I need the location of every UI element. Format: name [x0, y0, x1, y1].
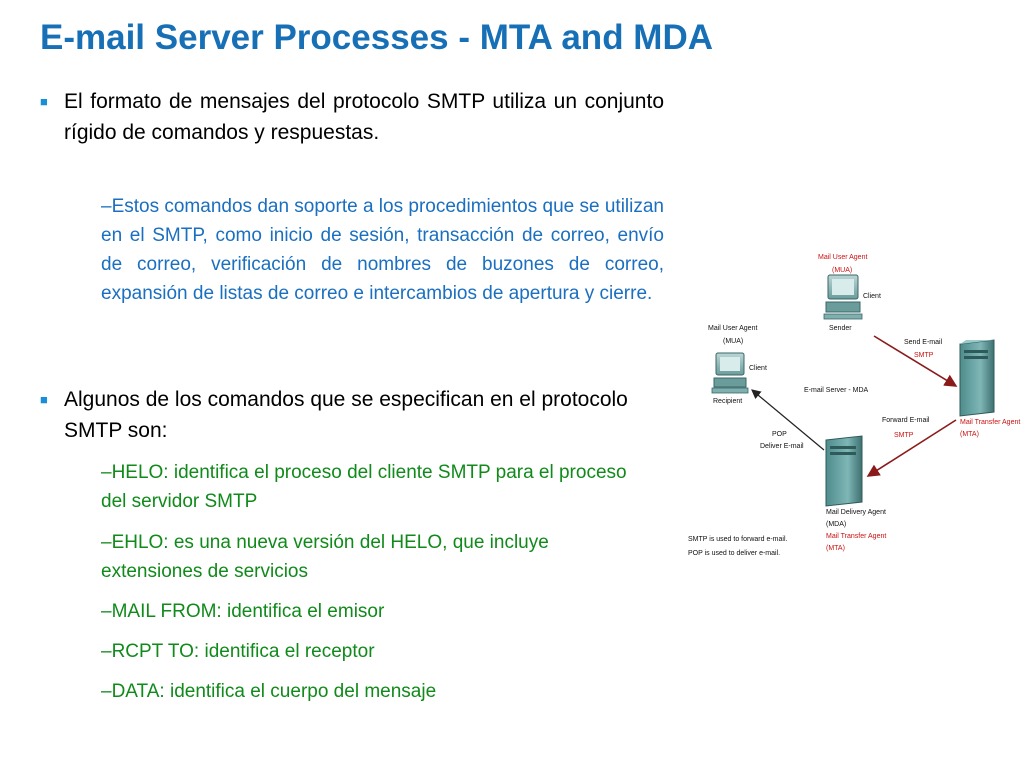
sub-bullet-ehlo: –EHLO: es una nueva versión del HELO, qu… — [101, 532, 549, 582]
mta-label: Mail Transfer Agent — [960, 419, 1020, 426]
sender-label: Sender — [829, 325, 852, 332]
mda-label: Mail Delivery Agent — [826, 509, 886, 516]
recipient-computer-icon — [711, 352, 749, 394]
sub-bullet-helo: –HELO: identifica el proceso del cliente… — [101, 462, 627, 512]
sub-bullet-data: –DATA: identifica el cuerpo del mensaje — [101, 681, 437, 702]
note-pop: POP is used to deliver e-mail. — [688, 550, 780, 557]
recipient-mua-label: Mail User Agent — [708, 325, 757, 332]
deliver-email-label: Deliver E-mail — [760, 443, 804, 450]
forward-email-arrow — [866, 419, 957, 477]
forward-email-label: Forward E-mail — [882, 417, 930, 424]
mta-server-icon — [959, 339, 995, 417]
bullet-1-text: El formato de mensajes del protocolo SMT… — [64, 90, 664, 144]
square-bullet-icon: ■ — [40, 392, 48, 407]
server-label: E-mail Server - MDA — [804, 387, 869, 394]
sender-mua-label: Mail User Agent — [818, 254, 867, 261]
sub-bullet-mail-from: –MAIL FROM: identifica el emisor — [101, 601, 385, 622]
slide-title: E-mail Server Processes - MTA and MDA — [40, 18, 713, 57]
mda-server-icon — [825, 435, 863, 507]
mta-abbr: (MTA) — [960, 431, 979, 438]
send-smtp-label: SMTP — [914, 352, 934, 359]
mda-mta-label: Mail Transfer Agent — [826, 533, 886, 540]
mda-mta-abbr: (MTA) — [826, 545, 845, 552]
sender-mua-abbr: (MUA) — [832, 267, 852, 274]
sub-bullet-rcpt-to: –RCPT TO: identifica el receptor — [101, 641, 375, 662]
forward-smtp-label: SMTP — [894, 432, 914, 439]
send-email-label: Send E-mail — [904, 339, 943, 346]
bullet-2: ■ Algunos de los comandos que se especif… — [40, 384, 640, 446]
note-smtp: SMTP is used to forward e-mail. — [688, 536, 788, 543]
square-bullet-icon: ■ — [40, 94, 48, 109]
pop-label: POP — [772, 431, 787, 438]
bullet-2-text: Algunos de los comandos que se especific… — [64, 388, 628, 442]
mda-abbr: (MDA) — [826, 521, 846, 528]
email-flow-diagram: Mail User Agent (MUA) Client Sender Mail… — [688, 254, 1020, 557]
send-email-arrow — [873, 335, 958, 387]
sender-client-label: Client — [863, 293, 881, 300]
sub-bullet-commands: –Estos comandos dan soporte a los proced… — [101, 196, 664, 304]
bullet-1: ■ El formato de mensajes del protocolo S… — [40, 86, 664, 148]
recipient-label: Recipient — [713, 398, 742, 405]
recipient-client-label: Client — [749, 365, 767, 372]
deliver-email-arrow — [751, 389, 825, 451]
sender-computer-icon — [823, 274, 863, 320]
recipient-mua-abbr: (MUA) — [723, 338, 743, 345]
